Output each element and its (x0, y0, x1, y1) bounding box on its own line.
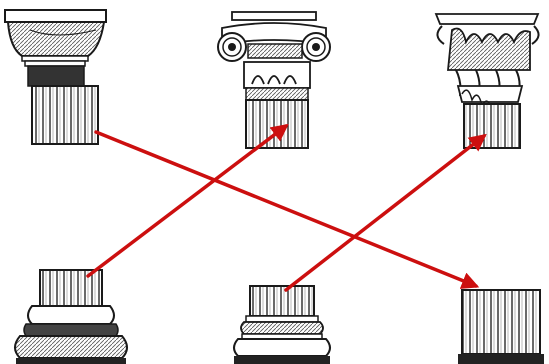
arrow-ionic-base-to-ionic-capital (88, 126, 286, 276)
arrow-doric-capital-to-doric-base (96, 132, 476, 286)
ionic-capital-illustration (218, 12, 330, 148)
doric-capital-illustration (5, 10, 106, 144)
doric-base-illustration (458, 290, 544, 364)
corinthian-base-illustration (234, 286, 330, 364)
arrow-corinthian-base-to-corinthian-capital (286, 136, 484, 290)
corinthian-capital-illustration (436, 14, 539, 148)
ionic-base-illustration (15, 270, 127, 364)
matching-arrows (88, 126, 484, 290)
